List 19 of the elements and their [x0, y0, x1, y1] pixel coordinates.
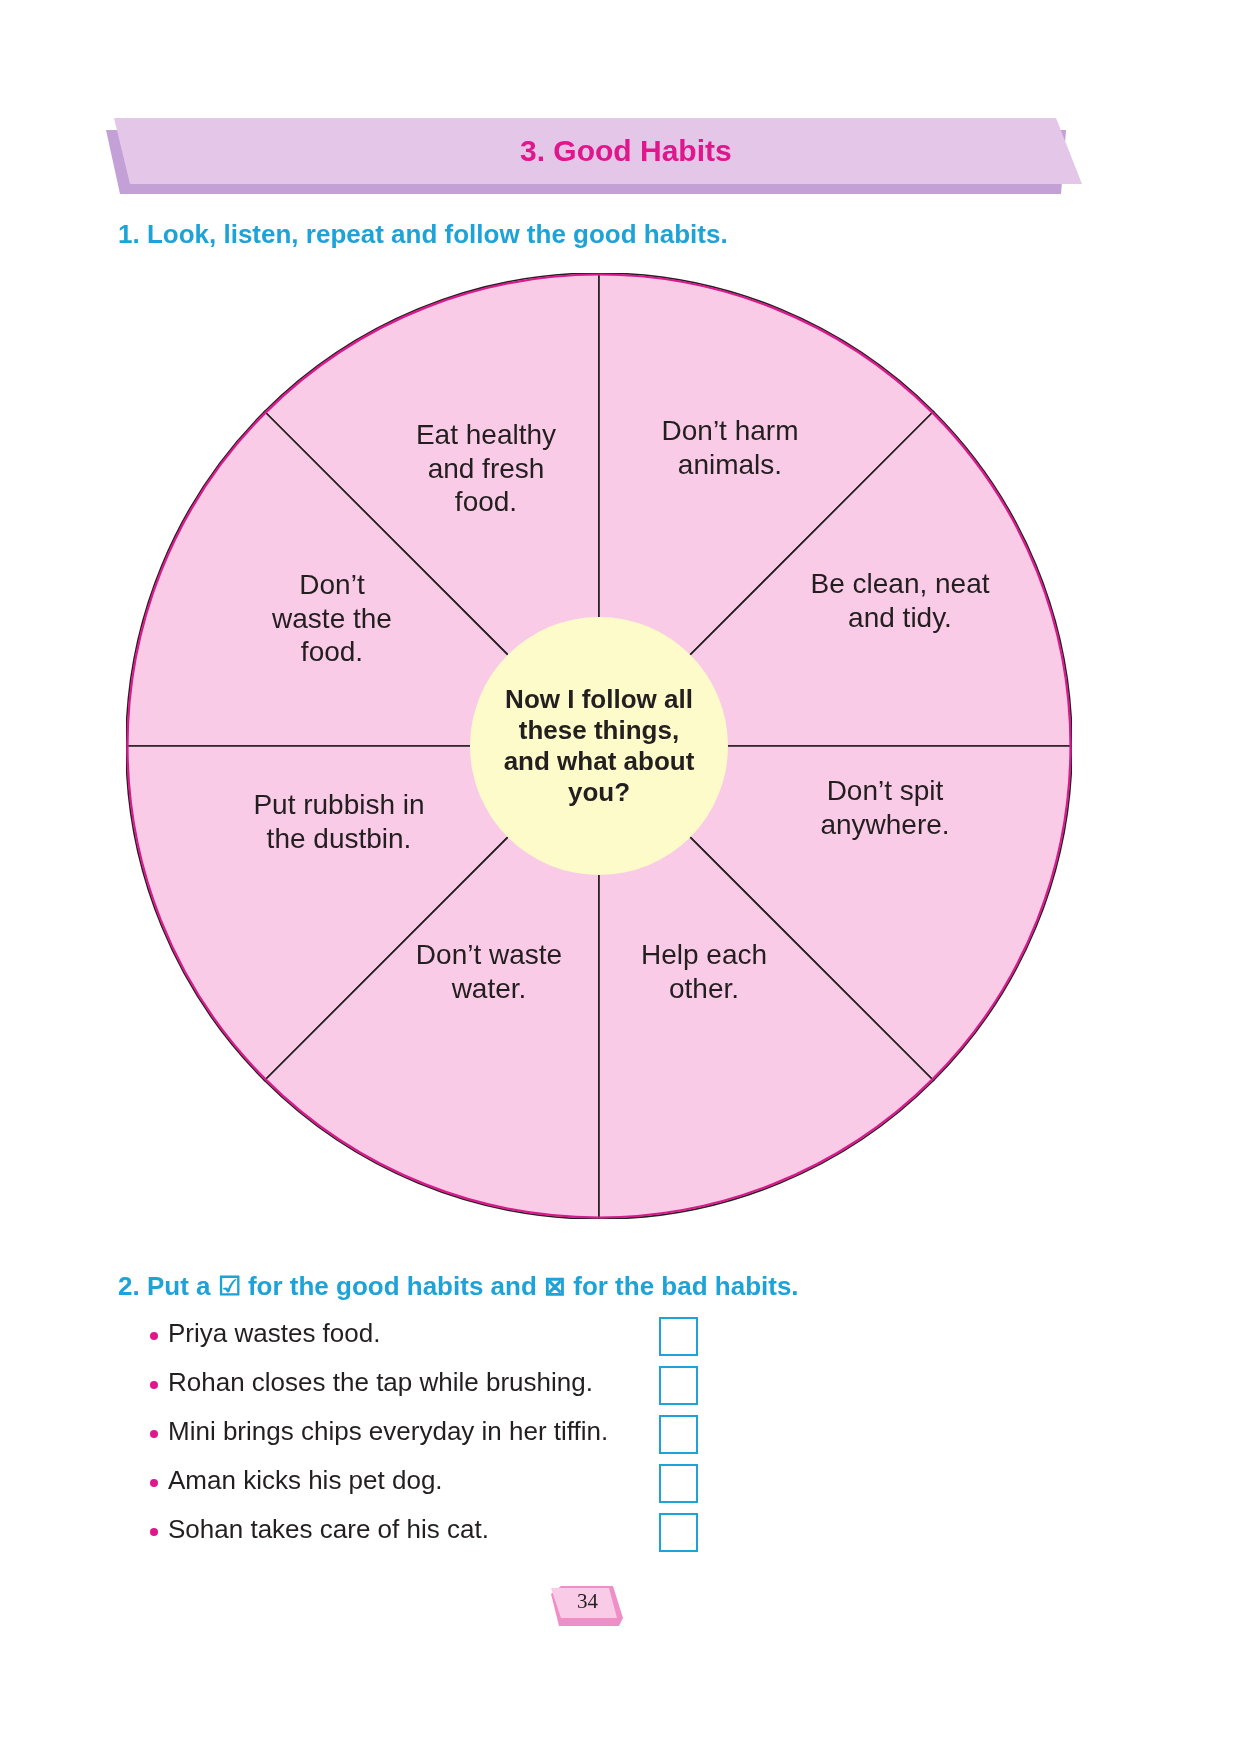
segment-text: Eat healthy and fresh food.: [414, 417, 558, 519]
segment-text: Don’t waste water.: [414, 938, 564, 1006]
center-text: Now I follow all these things, and what about you?: [502, 683, 696, 809]
segment-text: Put rubbish in the dustbin.: [252, 788, 426, 856]
statement-text: Priya wastes food.: [168, 1318, 381, 1349]
segment-text: Don’t waste the food.: [271, 567, 393, 669]
instruction-text: 1. Look, listen, repeat and follow the good habits.: [118, 219, 728, 250]
segment-text: Don’t spit anywhere.: [819, 774, 951, 842]
segment-text: Don’t harm animals.: [660, 414, 800, 482]
statement-text: Sohan takes care of his cat.: [168, 1514, 489, 1545]
statement-text: Mini brings chips everyday in her tiffin.: [168, 1416, 609, 1447]
habit-wheel: [126, 273, 1072, 1219]
instruction-text: 2. Put a ☑ for the good habits and ⊠ for the bad habits.: [118, 1271, 799, 1302]
statement-text: Rohan closes the tap while brushing.: [168, 1367, 593, 1398]
page-number: 34: [577, 1589, 598, 1614]
title: 3. Good Habits: [520, 134, 732, 168]
statement-text: Aman kicks his pet dog.: [168, 1465, 443, 1496]
segment-text: Be clean, neat and tidy.: [809, 567, 991, 635]
segment-text: Help each other.: [639, 938, 769, 1006]
